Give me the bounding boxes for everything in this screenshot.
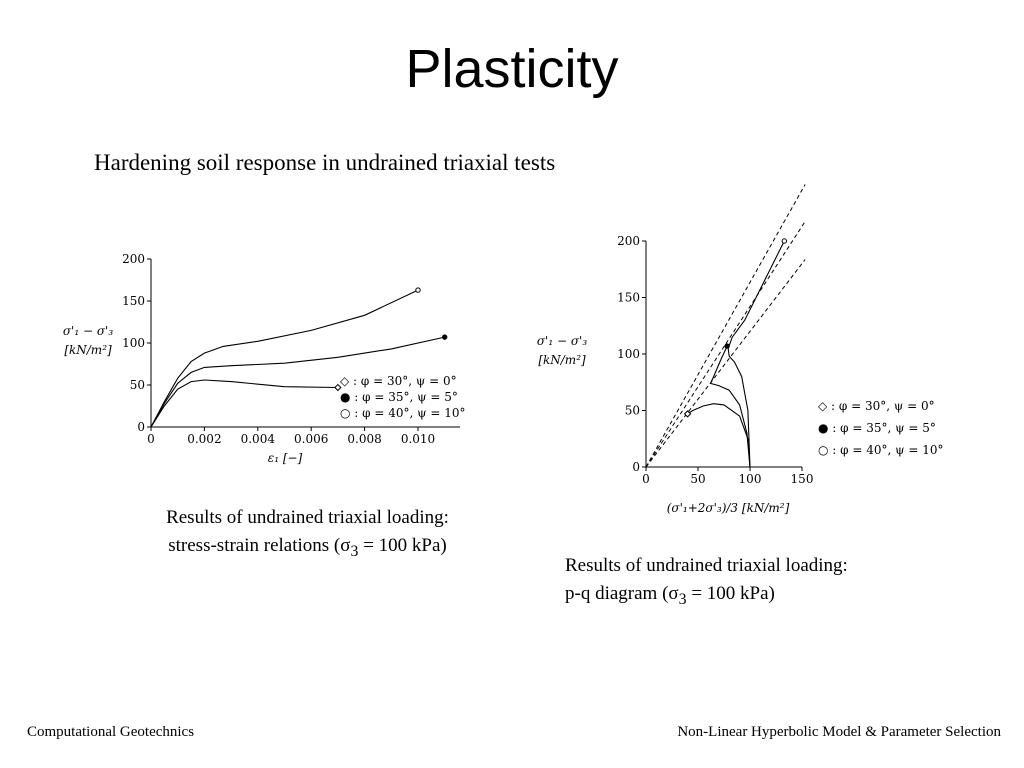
x-tick-label: 0.002 — [187, 432, 221, 446]
y-tick-label: 100 — [122, 336, 145, 350]
y-tick-label: 0 — [632, 460, 640, 474]
y-tick-label: 50 — [130, 378, 145, 392]
x-tick-label: 50 — [690, 472, 705, 486]
series-marker — [334, 383, 342, 392]
y-tick-label: 50 — [625, 404, 640, 418]
pq-diagram-chart: 0 50 100 150 0 50 100 150 200 σ'₁ − σ'₃ [kN/m²] (σ'… — [537, 184, 944, 515]
x-tick-label: 0.006 — [294, 432, 328, 446]
caption-left: Results of undrained triaxial loading: s… — [120, 504, 495, 566]
y-axis-label: σ'₁ − σ'₃ — [537, 334, 587, 348]
caption-right: Results of undrained triaxial loading: p… — [565, 552, 848, 614]
x-tick-label: 0.004 — [241, 432, 276, 446]
series-marker — [442, 334, 448, 340]
slide-subtitle: Hardening soil response in undrained tri… — [94, 150, 556, 175]
y-axis-label-units: [kN/m²] — [64, 343, 112, 357]
caption-text: = 100 kPa) — [686, 583, 775, 604]
caption-text: stress-strain relations (σ — [168, 535, 351, 556]
slide-title: Plasticity — [405, 39, 619, 99]
caption-sub: 3 — [678, 590, 687, 608]
legend-entry: ◇ : φ = 30°, ψ = 0° — [818, 399, 935, 413]
y-tick-label: 100 — [617, 347, 640, 361]
x-tick-label: 150 — [791, 472, 814, 486]
y-tick-label: 200 — [617, 234, 640, 248]
series-line — [150, 336, 445, 428]
y-tick-label: 0 — [137, 420, 145, 434]
series-line — [687, 403, 751, 468]
footer-right: Non-Linear Hyperbolic Model & Parameter … — [677, 724, 1001, 740]
series-marker — [415, 287, 421, 293]
caption-left-line1: Results of undrained triaxial loading: — [166, 507, 449, 528]
x-axis-label: ε₁ [−] — [268, 451, 303, 465]
caption-sub: 3 — [350, 542, 359, 560]
y-tick-label: 150 — [617, 291, 640, 305]
y-tick-label: 150 — [122, 294, 145, 308]
x-tick-label: 0.010 — [401, 432, 435, 446]
y-tick-label: 200 — [122, 252, 145, 266]
caption-left-line2: stress-strain relations (σ3 = 100 kPa) — [120, 532, 495, 566]
legend-entry: ◇ : φ = 30°, ψ = 0° — [340, 374, 457, 388]
caption-right-line1: Results of undrained triaxial loading: — [565, 555, 848, 576]
legend-entry: ○ : φ = 40°, ψ = 10° — [340, 406, 466, 420]
x-axis-label: (σ'₁+2σ'₃)/3 [kN/m²] — [667, 501, 790, 515]
footer-left: Computational Geotechnics — [27, 724, 195, 740]
series-line — [150, 379, 338, 428]
caption-text: = 100 kPa) — [358, 535, 447, 556]
failure-line — [645, 184, 806, 468]
x-tick-label: 0.008 — [347, 432, 381, 446]
x-tick-label: 100 — [739, 472, 762, 486]
series-line — [727, 240, 785, 468]
legend-entry: ● : φ = 35°, ψ = 5° — [818, 421, 936, 435]
y-axis-label-units: [kN/m²] — [538, 353, 586, 367]
stress-strain-chart: 0 0.002 0.004 0.006 0.008 0.010 0 50 100 150 200 σ'… — [63, 252, 466, 465]
series-marker — [781, 238, 788, 244]
caption-right-line2: p-q diagram (σ3 = 100 kPa) — [565, 580, 848, 614]
failure-line — [645, 259, 806, 468]
series-marker — [683, 410, 692, 418]
caption-text: p-q diagram (σ — [565, 583, 679, 604]
legend-entry: ○ : φ = 40°, ψ = 10° — [818, 443, 944, 457]
legend-entry: ● : φ = 35°, ψ = 5° — [340, 390, 458, 404]
x-tick-label: 0 — [642, 472, 650, 486]
series-line — [709, 345, 751, 468]
series-line — [150, 289, 419, 428]
x-tick-label: 0 — [147, 432, 155, 446]
y-axis-label: σ'₁ − σ'₃ — [63, 324, 113, 338]
